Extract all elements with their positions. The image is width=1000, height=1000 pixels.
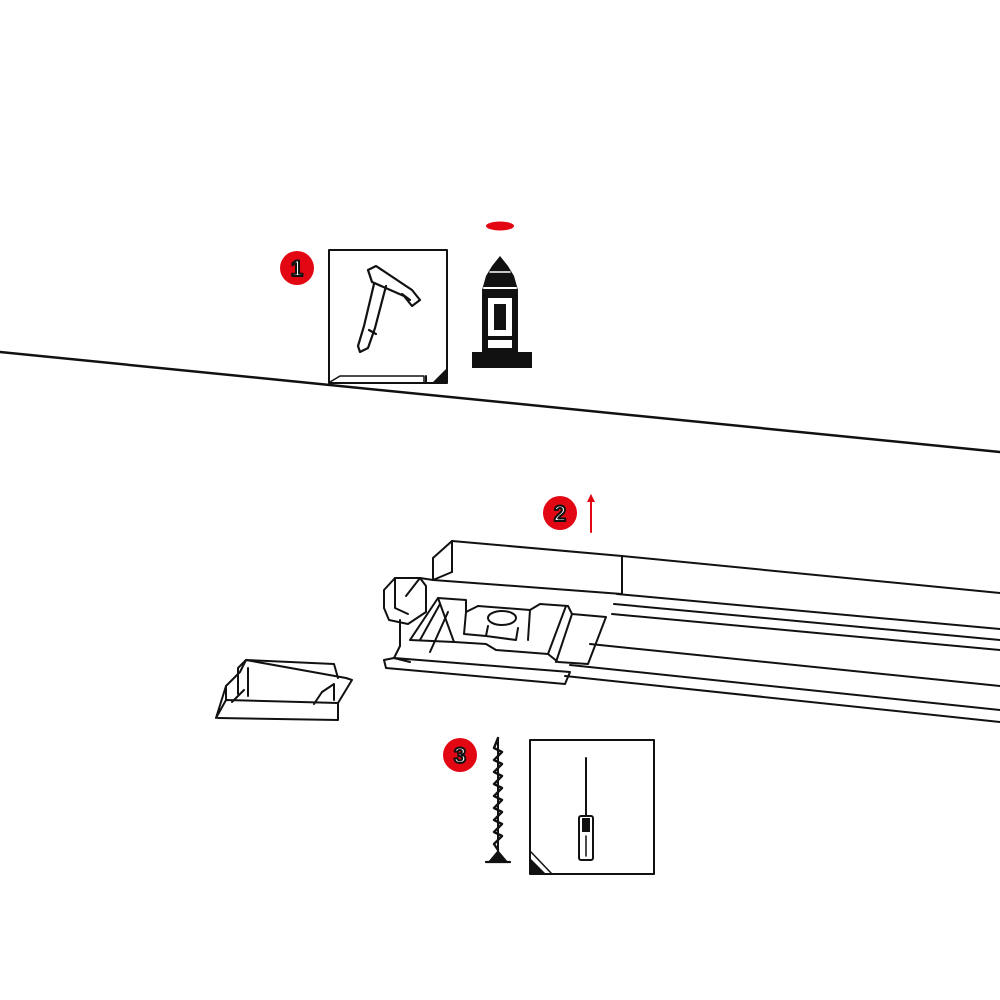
step-3-number: 3 xyxy=(454,743,466,768)
ceiling-rail xyxy=(383,540,1000,723)
step-2-number: 2 xyxy=(554,501,566,526)
drill-mark xyxy=(486,221,514,231)
step-1-number: 1 xyxy=(291,256,303,281)
ceiling-line xyxy=(0,350,1000,454)
step-3: 3 xyxy=(443,736,655,875)
hammer-tool-card xyxy=(328,249,448,384)
arrow-up-icon xyxy=(587,494,595,533)
step-2-badge: 2 xyxy=(543,496,577,530)
rail-end-cap xyxy=(215,659,353,721)
wall-plug-icon xyxy=(472,256,532,368)
screw-icon xyxy=(484,736,512,864)
screwdriver-icon xyxy=(578,757,594,861)
step-2: 2 xyxy=(543,494,595,533)
step-1-badge: 1 xyxy=(280,251,314,285)
step-3-badge: 3 xyxy=(443,738,477,772)
screwdriver-tool-card xyxy=(529,739,655,875)
step-1: 1 xyxy=(280,221,532,384)
hammer-icon xyxy=(356,264,422,354)
